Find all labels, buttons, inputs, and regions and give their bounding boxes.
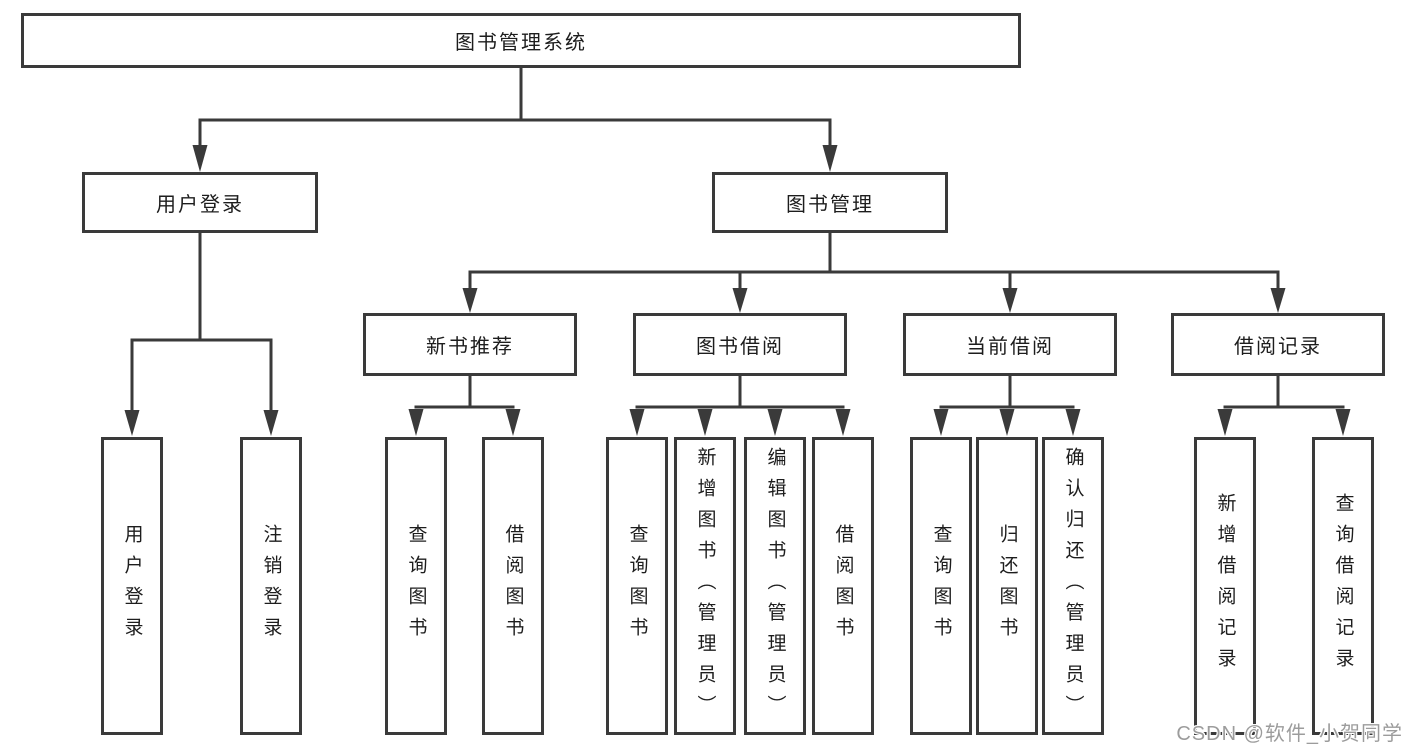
- node-leaf-query-books-1: 查询图书: [385, 437, 447, 735]
- node-leaf-borrow-books-2: 借阅图书: [812, 437, 874, 735]
- node-new-book-recommend: 新书推荐: [363, 313, 577, 376]
- node-label: 查询图书: [626, 524, 648, 648]
- node-book-management: 图书管理: [712, 172, 948, 233]
- node-leaf-query-books-3: 查询图书: [910, 437, 972, 735]
- node-label: 查询图书: [405, 524, 427, 648]
- node-leaf-return-book: 归还图书: [976, 437, 1038, 735]
- connector-current-borrow-to-leaves: [933, 376, 1081, 436]
- connector-user-login-to-leaves: [124, 233, 279, 436]
- node-leaf-user-login: 用户登录: [101, 437, 163, 735]
- node-label: 注销登录: [260, 524, 282, 648]
- node-label: 确认归还（管理员）: [1062, 446, 1084, 726]
- node-borrow-records: 借阅记录: [1171, 313, 1385, 376]
- node-label: 用户登录: [121, 524, 143, 648]
- node-label: 借阅图书: [832, 524, 854, 648]
- node-root: 图书管理系统: [21, 13, 1021, 68]
- node-leaf-logout: 注销登录: [240, 437, 302, 735]
- node-label: 借阅记录: [1234, 336, 1322, 358]
- node-leaf-query-books-2: 查询图书: [606, 437, 668, 735]
- node-leaf-add-book-admin: 新增图书（管理员）: [674, 437, 736, 735]
- node-user-login: 用户登录: [82, 172, 318, 233]
- node-label: 图书借阅: [696, 336, 784, 358]
- node-leaf-edit-book-admin: 编辑图书（管理员）: [744, 437, 806, 735]
- node-label: 图书管理: [786, 194, 874, 216]
- connector-book-management-to-level3: [462, 233, 1286, 313]
- node-label: 图书管理系统: [455, 32, 587, 54]
- node-label: 新增借阅记录: [1214, 493, 1236, 679]
- node-leaf-add-borrow-record: 新增借阅记录: [1194, 437, 1256, 735]
- csdn-watermark: CSDN @软件_小贺同学: [1176, 723, 1403, 745]
- connector-new-book-to-leaves: [408, 376, 521, 436]
- node-label: 归还图书: [996, 524, 1018, 648]
- node-label: 编辑图书（管理员）: [764, 446, 786, 726]
- node-label: 用户登录: [156, 194, 244, 216]
- connector-borrow-records-to-leaves: [1217, 376, 1351, 436]
- node-leaf-confirm-return-admin: 确认归还（管理员）: [1042, 437, 1104, 735]
- node-book-borrow: 图书借阅: [633, 313, 847, 376]
- node-leaf-query-borrow-record: 查询借阅记录: [1312, 437, 1374, 735]
- node-label: 查询借阅记录: [1332, 493, 1354, 679]
- connector-book-borrow-to-leaves: [629, 376, 851, 436]
- node-label: 新书推荐: [426, 336, 514, 358]
- node-label: 当前借阅: [966, 336, 1054, 358]
- node-leaf-borrow-books-1: 借阅图书: [482, 437, 544, 735]
- connector-root-to-level2: [192, 68, 838, 172]
- node-current-borrow: 当前借阅: [903, 313, 1117, 376]
- node-label: 查询图书: [930, 524, 952, 648]
- node-label: 借阅图书: [502, 524, 524, 648]
- node-label: 新增图书（管理员）: [694, 446, 716, 726]
